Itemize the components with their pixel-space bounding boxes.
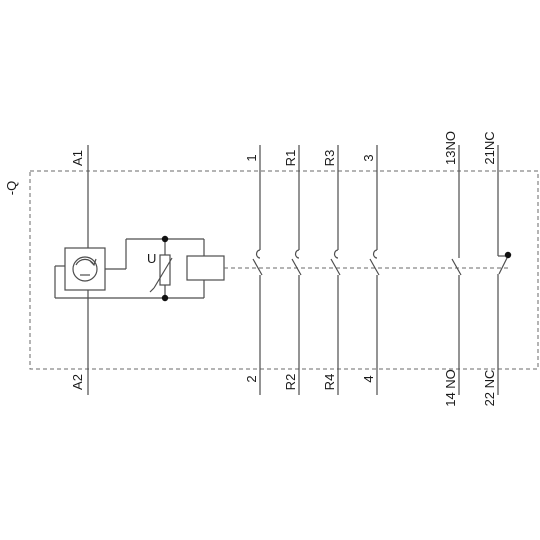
coil-symbol: [186, 255, 225, 281]
terminal-label-1: 1: [244, 154, 259, 161]
terminal-label-3: 3: [361, 154, 376, 161]
contact-1-2: [252, 145, 263, 395]
terminal-label-a2: A2: [70, 374, 85, 390]
bottom-terminal-labels: A2 2 R2 R4 4 14 NO 22 NC: [70, 369, 497, 407]
drive-module-box: [64, 247, 106, 291]
aux-contact-nc: [497, 145, 512, 395]
contact-hook-icon: [294, 249, 300, 259]
contact-hook-icon: [372, 249, 378, 259]
contact-3-4: [369, 145, 380, 395]
nc-contact-dot: [504, 251, 512, 259]
device-tag: -Q: [4, 181, 19, 195]
terminal-label-2: 2: [244, 375, 259, 382]
device-enclosure: [29, 170, 539, 370]
contact-r1-r2: [291, 145, 302, 395]
varistor-diagonal: [153, 257, 173, 289]
contact-blade: [291, 258, 302, 276]
contact-blade: [369, 258, 380, 276]
contact-hook-icon: [333, 249, 339, 259]
varistor-symbol: [159, 254, 171, 286]
terminal-label-r3: R3: [322, 150, 337, 167]
contact-blade: [498, 257, 508, 275]
main-contacts: [252, 145, 380, 395]
rotation-symbol-icon: [72, 256, 98, 282]
terminal-label-r2: R2: [283, 374, 298, 391]
terminal-label-22nc: 22 NC: [482, 370, 497, 407]
contact-blade: [451, 258, 462, 276]
terminal-label-21nc: 21NC: [482, 131, 497, 164]
terminal-label-4: 4: [361, 375, 376, 382]
terminal-label-14no: 14 NO: [443, 369, 458, 407]
top-terminal-labels: A1 1 R1 R3 3 13NO 21NC: [70, 131, 497, 166]
aux-contact-no: [451, 145, 462, 395]
contact-blade: [330, 258, 341, 276]
contact-blade: [252, 258, 263, 276]
terminal-label-a1: A1: [70, 150, 85, 166]
contact-r3-r4: [330, 145, 341, 395]
varistor-tail: [149, 287, 155, 293]
terminal-label-r1: R1: [283, 150, 298, 167]
coil-circuit: U: [54, 145, 225, 395]
contact-hook-icon: [255, 249, 261, 259]
auxiliary-contacts: [451, 145, 512, 395]
terminal-label-13no: 13NO: [443, 131, 458, 165]
terminal-label-r4: R4: [322, 374, 337, 391]
rotation-arrowhead-icon: [89, 258, 97, 267]
junction-dot-top: [161, 235, 169, 243]
junction-dot-bottom: [161, 294, 169, 302]
varistor-label: U: [147, 251, 156, 266]
